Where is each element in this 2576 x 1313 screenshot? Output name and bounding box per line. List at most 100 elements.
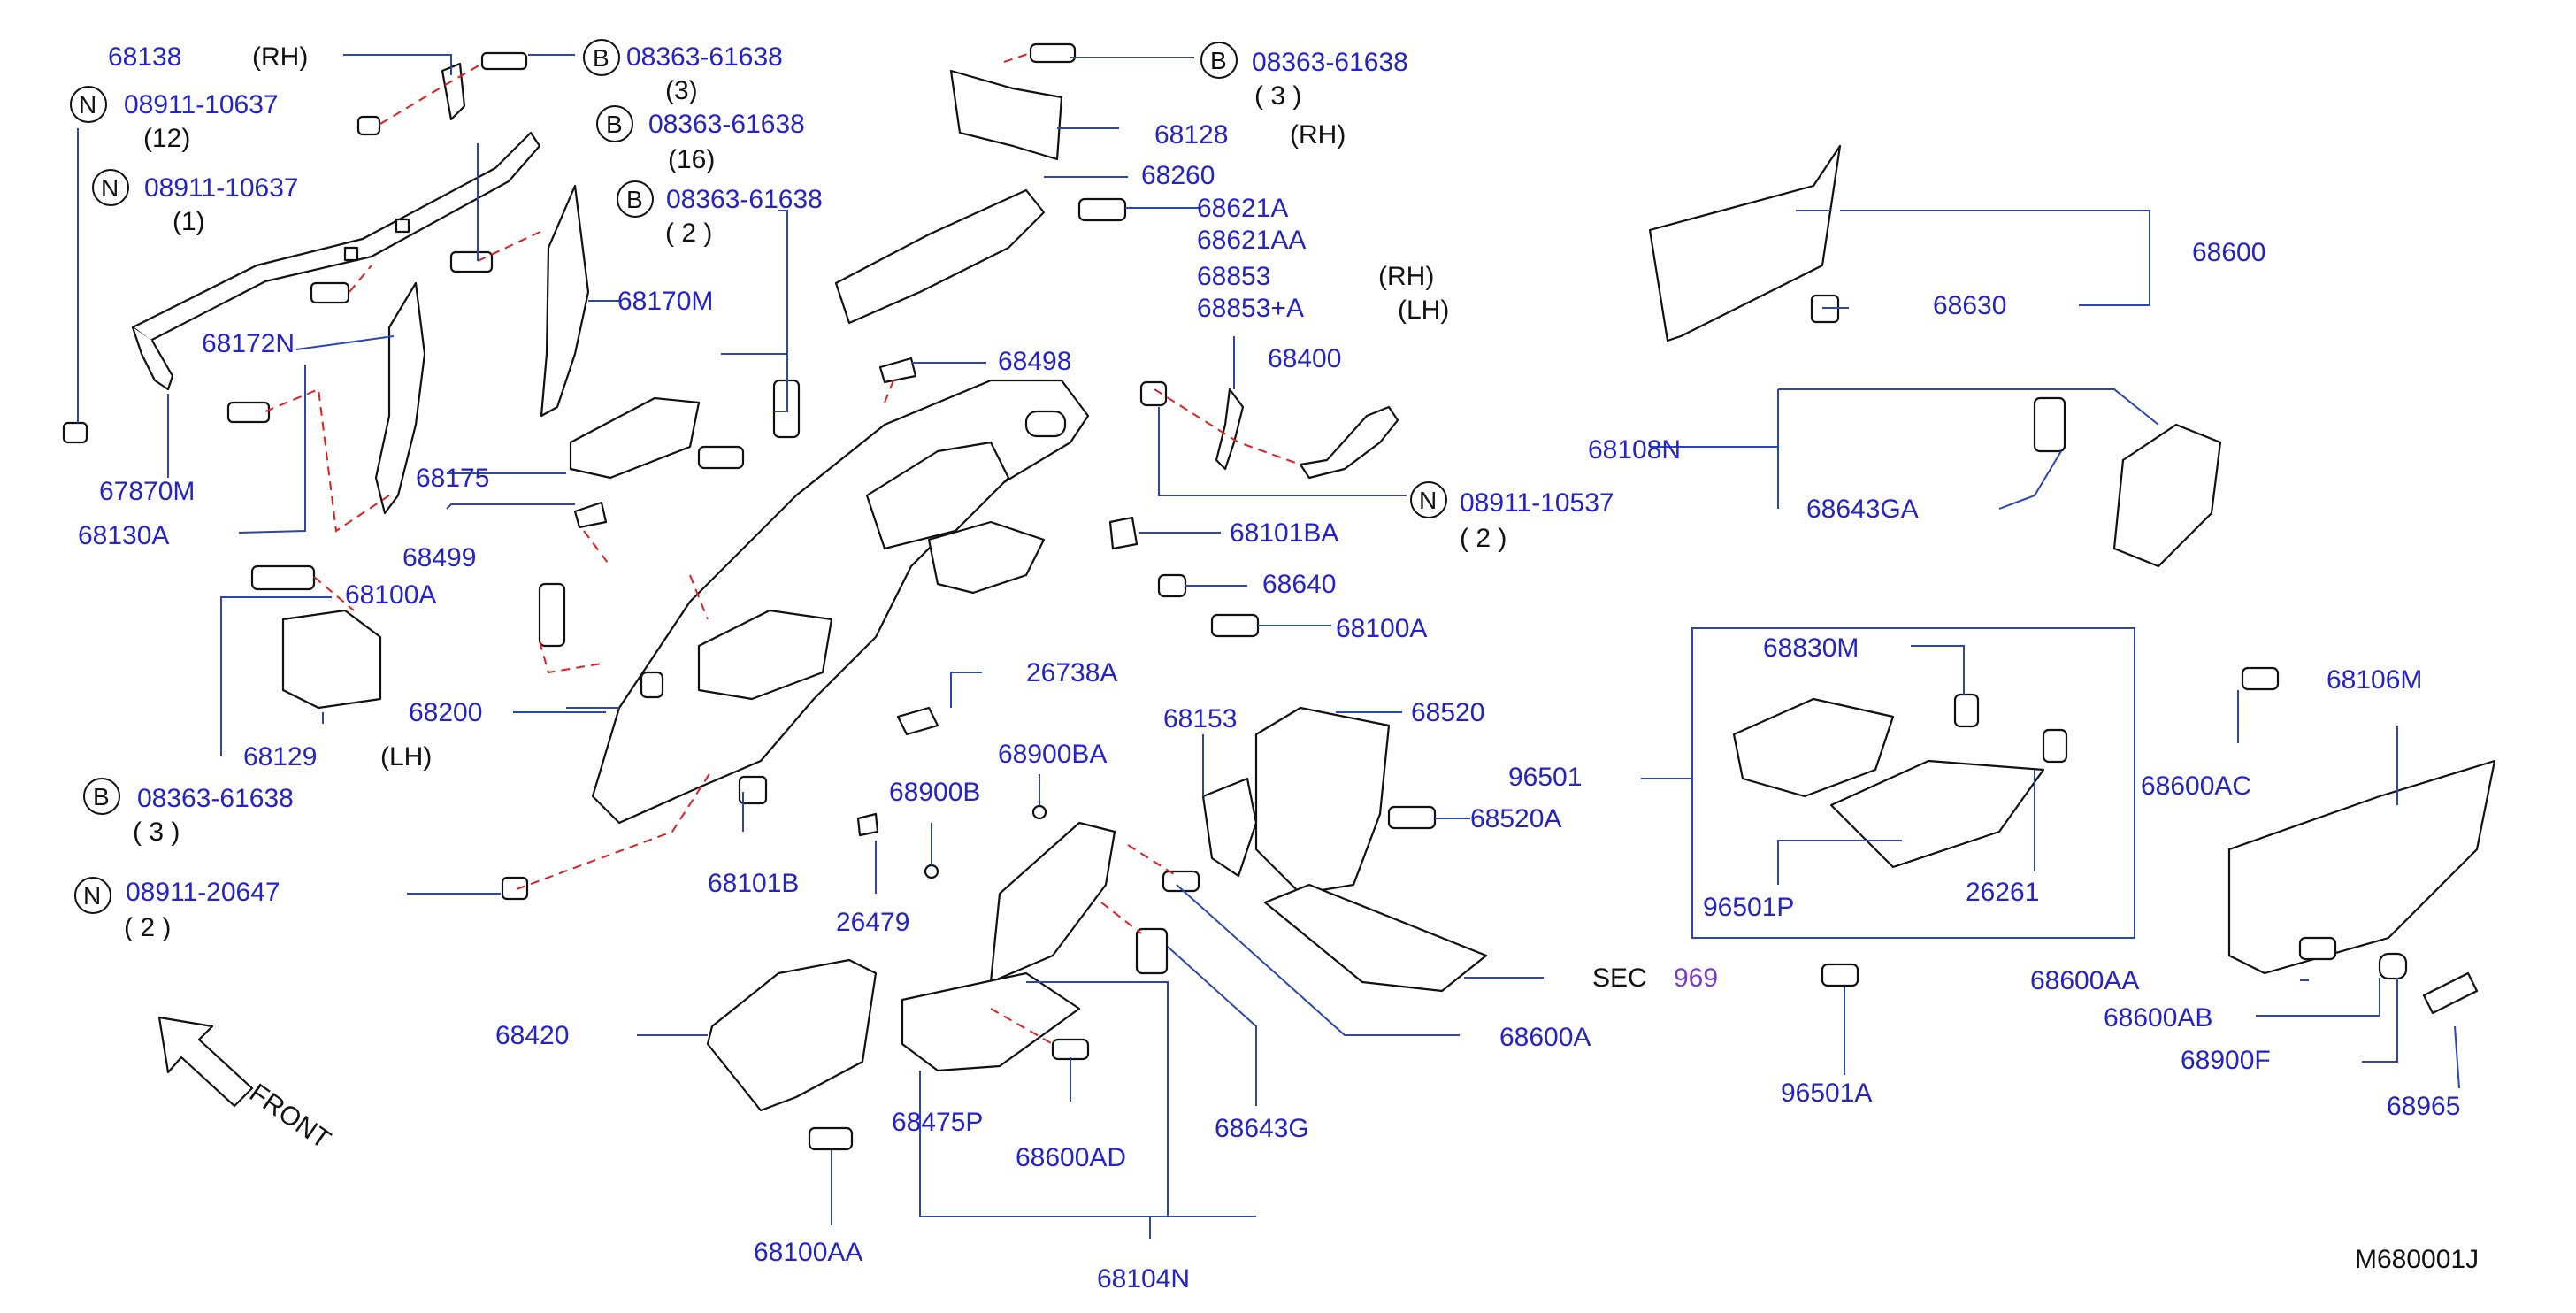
part-label[interactable]: 68100A — [345, 580, 436, 610]
part-label[interactable]: 26479 — [836, 908, 909, 937]
part-68900ba[interactable] — [1031, 804, 1047, 820]
part-label[interactable]: 08363-61638 — [137, 784, 294, 813]
part-label[interactable]: 68853+A — [1197, 294, 1304, 323]
part-label[interactable]: 08911-10637 — [144, 173, 299, 203]
part-label[interactable]: 68600AB — [2104, 1003, 2212, 1033]
part-26738a[interactable] — [896, 706, 939, 736]
part-26479[interactable] — [856, 812, 879, 837]
part-label[interactable]: 68520 — [1411, 698, 1484, 727]
part-label[interactable]: 68104N — [1097, 1264, 1190, 1294]
part-68138[interactable] — [441, 62, 466, 121]
part-label[interactable]: 68520A — [1470, 804, 1561, 833]
part-68128[interactable] — [949, 69, 1063, 161]
note-label: (LH) — [380, 742, 432, 772]
part-68101ba[interactable] — [1108, 516, 1138, 550]
part-label[interactable]: 68475P — [892, 1108, 983, 1137]
sec-reference[interactable]: 969 — [1674, 964, 1718, 993]
part-label[interactable]: 68101B — [708, 869, 799, 898]
part-67870m-bar[interactable] — [131, 131, 541, 342]
part-label[interactable]: 68129 — [243, 742, 317, 772]
part-label[interactable]: 68498 — [998, 347, 1071, 376]
part-label[interactable]: 68630 — [1933, 291, 2006, 320]
bolt-icon — [1210, 613, 1260, 638]
nut-icon — [356, 115, 381, 136]
part-68900b[interactable] — [924, 864, 939, 879]
part-68830m[interactable] — [1732, 697, 1895, 798]
part-68520-console[interactable] — [1254, 706, 1391, 895]
part-label[interactable]: 68900BA — [998, 740, 1107, 769]
part-label[interactable]: 68172N — [202, 329, 295, 358]
part-label[interactable]: 68600AD — [1016, 1143, 1126, 1172]
part-68475p[interactable] — [901, 971, 1081, 1072]
part-label[interactable]: 68499 — [402, 543, 476, 572]
part-68104n[interactable] — [989, 821, 1116, 984]
part-label[interactable]: 68900B — [889, 778, 980, 807]
part-label[interactable]: 26738A — [1026, 658, 1117, 687]
part-68170m[interactable] — [540, 184, 590, 418]
part-label[interactable]: 68643GA — [1806, 495, 1919, 524]
part-label[interactable]: 68621A — [1197, 194, 1288, 223]
part-68600-glovebox[interactable] — [1648, 144, 1842, 342]
part-label[interactable]: 08911-20647 — [126, 878, 280, 907]
part-label[interactable]: 68420 — [495, 1021, 569, 1050]
nut-icon — [62, 421, 88, 444]
part-label[interactable]: 68853 — [1197, 262, 1270, 291]
part-label[interactable]: 96501A — [1781, 1079, 1872, 1108]
part-68101b[interactable] — [738, 775, 768, 805]
part-label[interactable]: 08363-61638 — [666, 185, 823, 214]
part-68130a[interactable] — [374, 281, 426, 515]
part-68853[interactable] — [1215, 388, 1245, 471]
part-label[interactable]: 68200 — [409, 698, 482, 727]
part-label[interactable]: 68640 — [1262, 570, 1336, 599]
part-68520-base[interactable] — [1263, 883, 1488, 993]
part-label[interactable]: 08363-61638 — [1252, 48, 1408, 77]
part-label[interactable]: 26261 — [1966, 878, 2039, 907]
part-68400-handle[interactable] — [1299, 405, 1399, 480]
part-label[interactable]: 96501 — [1508, 763, 1582, 792]
part-68498[interactable] — [878, 357, 917, 384]
part-68106m[interactable] — [2227, 759, 2496, 975]
part-68260[interactable] — [834, 188, 1046, 325]
part-label[interactable]: 68130A — [78, 521, 169, 550]
part-label[interactable]: 68260 — [1141, 161, 1215, 190]
part-label[interactable]: 68100AA — [754, 1238, 862, 1267]
part-68643g[interactable] — [1135, 927, 1169, 975]
part-96501p[interactable] — [1829, 759, 2045, 869]
part-label[interactable]: 68170M — [617, 287, 713, 316]
part-label[interactable]: 68643G — [1215, 1114, 1309, 1143]
part-label[interactable]: 68900F — [2181, 1046, 2271, 1075]
part-label[interactable]: 67870M — [99, 477, 195, 506]
part-label[interactable]: 68600A — [1499, 1023, 1591, 1052]
part-label[interactable]: 68100A — [1336, 614, 1427, 643]
part-26261[interactable] — [2042, 728, 2068, 764]
part-label[interactable]: 68621AA — [1197, 226, 1306, 255]
part-label[interactable]: 96501P — [1703, 893, 1794, 922]
part-68640[interactable] — [1157, 573, 1187, 598]
part-label[interactable]: 08911-10637 — [124, 90, 279, 119]
part-label[interactable]: 68106M — [2327, 665, 2422, 695]
part-label[interactable]: 08363-61638 — [648, 110, 805, 139]
part-68900f[interactable] — [2378, 952, 2408, 980]
part-68153[interactable] — [1201, 777, 1258, 878]
part-label[interactable]: 08911-10537 — [1460, 488, 1614, 518]
part-68175[interactable] — [569, 396, 701, 480]
part-label[interactable]: 68600AC — [2141, 772, 2251, 801]
part-label[interactable]: 68600AA — [2030, 966, 2139, 995]
part-label[interactable]: 68175 — [416, 464, 489, 493]
part-label[interactable]: 68101BA — [1230, 518, 1338, 548]
part-68420[interactable] — [706, 958, 878, 1112]
part-label[interactable]: 68965 — [2387, 1092, 2460, 1121]
part-label[interactable]: 68600 — [2192, 238, 2266, 267]
part-68643ga[interactable] — [2033, 396, 2066, 453]
part-label[interactable]: 68138 — [108, 42, 181, 72]
part-68108n[interactable] — [2112, 423, 2222, 568]
part-68499[interactable] — [573, 501, 608, 529]
part-68129[interactable] — [281, 609, 382, 710]
part-label[interactable]: 68108N — [1588, 435, 1681, 465]
part-label[interactable]: 68153 — [1163, 704, 1237, 733]
part-68965[interactable] — [2422, 971, 2479, 1015]
part-label[interactable]: 08363-61638 — [626, 42, 783, 72]
part-label[interactable]: 68830M — [1763, 633, 1859, 663]
part-label[interactable]: 68400 — [1268, 344, 1341, 373]
part-label[interactable]: 68128 — [1154, 120, 1228, 150]
